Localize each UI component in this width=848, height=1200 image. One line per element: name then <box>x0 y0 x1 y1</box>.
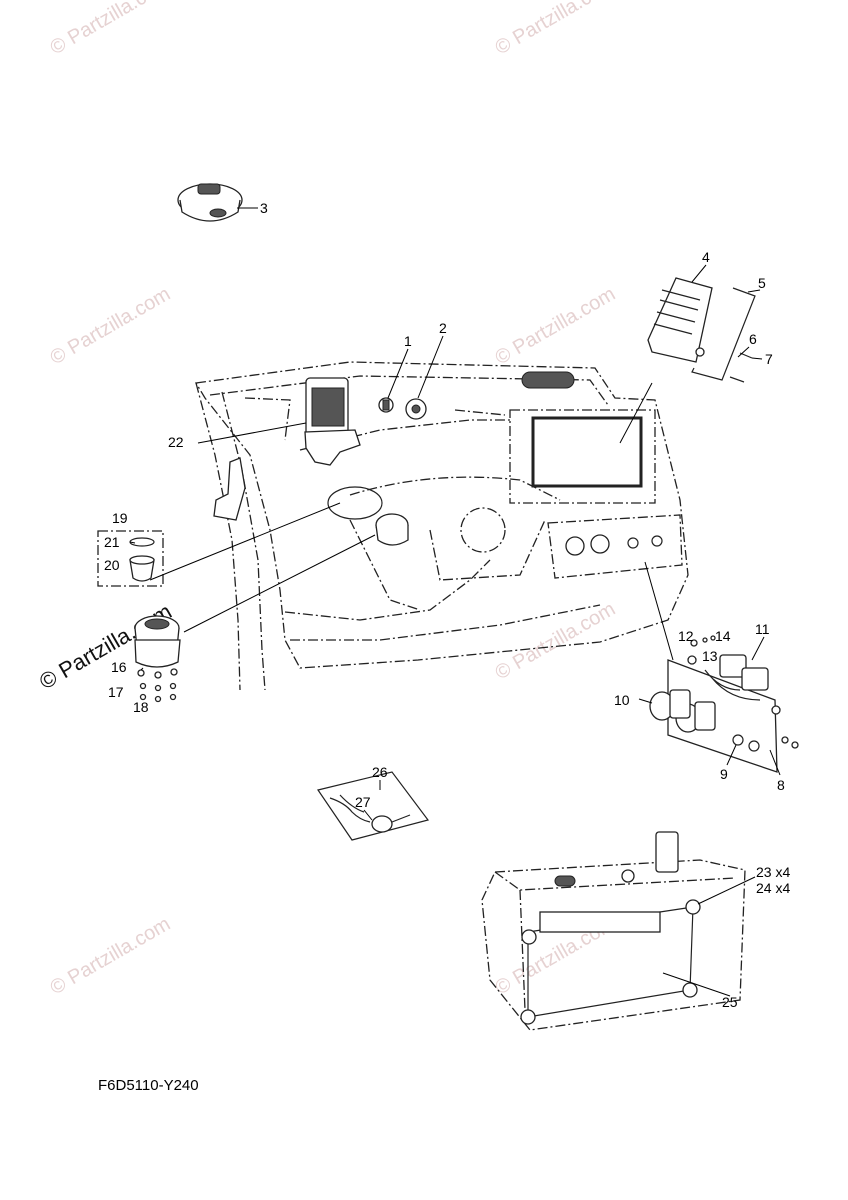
watermark: © Partzilla.com <box>47 913 175 999</box>
callout-18: 18 <box>133 699 149 715</box>
watermark: © Partzilla.com <box>47 283 175 369</box>
callout-21: 21 <box>104 534 120 550</box>
callout-8: 8 <box>777 777 785 793</box>
callout-14: 14 <box>715 628 731 644</box>
dashboard-assembly <box>194 361 689 691</box>
watermark: © Partzilla.com <box>492 598 620 684</box>
callout-12: 12 <box>678 628 694 644</box>
callout-19: 19 <box>112 510 128 526</box>
callout-13: 13 <box>702 648 718 664</box>
watermark: © Partzilla.com <box>492 0 620 59</box>
callout-27: 27 <box>355 794 371 810</box>
callout-3: 3 <box>260 200 268 216</box>
knob-assembly <box>134 615 181 703</box>
callouts: 3 1 2 4 5 6 7 22 19 21 20 16 17 18 12 14… <box>104 200 790 1010</box>
callout-24: 24 x4 <box>756 880 790 896</box>
leader-lines <box>129 207 781 997</box>
callout-23: 23 x4 <box>756 864 790 880</box>
callout-4: 4 <box>702 249 710 265</box>
callout-16: 16 <box>111 659 127 675</box>
callout-2: 2 <box>439 320 447 336</box>
callout-9: 9 <box>720 766 728 782</box>
part-8-switch-bracket <box>649 635 799 773</box>
callout-26: 26 <box>372 764 388 780</box>
callout-17: 17 <box>108 684 124 700</box>
callout-1: 1 <box>404 333 412 349</box>
callout-6: 6 <box>749 331 757 347</box>
part-4-display <box>647 277 756 383</box>
part-26-wiring-kit <box>317 771 430 841</box>
callout-7: 7 <box>765 351 773 367</box>
callout-22: 22 <box>168 434 184 450</box>
watermarks: © Partzilla.com © Partzilla.com © Partzi… <box>35 0 619 999</box>
diagram-code: F6D5110-Y240 <box>98 1077 199 1094</box>
callout-25: 25 <box>722 994 738 1010</box>
watermark: © Partzilla.com <box>492 283 620 369</box>
callout-10: 10 <box>614 692 630 708</box>
part-3-device <box>177 183 243 222</box>
watermark: © Partzilla.com <box>47 0 175 59</box>
callout-20: 20 <box>104 557 120 573</box>
lower-dashboard-view <box>481 831 746 1031</box>
callout-11: 11 <box>755 621 770 637</box>
callout-5: 5 <box>758 275 766 291</box>
